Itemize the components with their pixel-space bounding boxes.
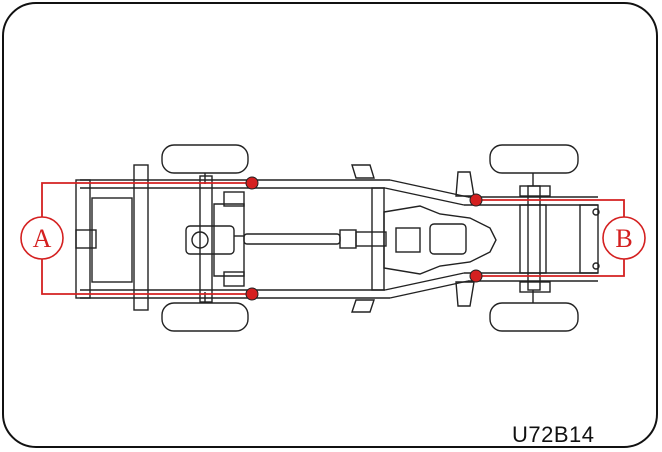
engine-transmission [383, 171, 497, 307]
measurement-lines [41, 182, 625, 295]
measurement-point-marker [245, 176, 259, 190]
mid-crossmember [371, 187, 385, 291]
measurement-point-marker [469, 193, 483, 207]
measurement-point-marker [469, 269, 483, 283]
label-b-circle [602, 216, 646, 260]
drive-shaft [243, 229, 387, 249]
label-a: A [33, 224, 52, 253]
measurement-point-marker [245, 287, 259, 301]
label-b: B [615, 224, 632, 253]
wheel-rear-right [489, 302, 579, 332]
diagram-code: U72B14 [512, 422, 595, 447]
frame-rail-lower [80, 272, 598, 299]
wheel-front-left [161, 144, 249, 174]
diagram-frame [2, 2, 658, 448]
front-bumper [75, 179, 91, 299]
wheel-rear-left [489, 144, 579, 174]
front-axle [185, 175, 245, 303]
label-a-circle [20, 216, 64, 260]
front-crossmember [133, 164, 149, 311]
wheel-front-right [161, 302, 249, 332]
rear-axle [519, 185, 600, 293]
